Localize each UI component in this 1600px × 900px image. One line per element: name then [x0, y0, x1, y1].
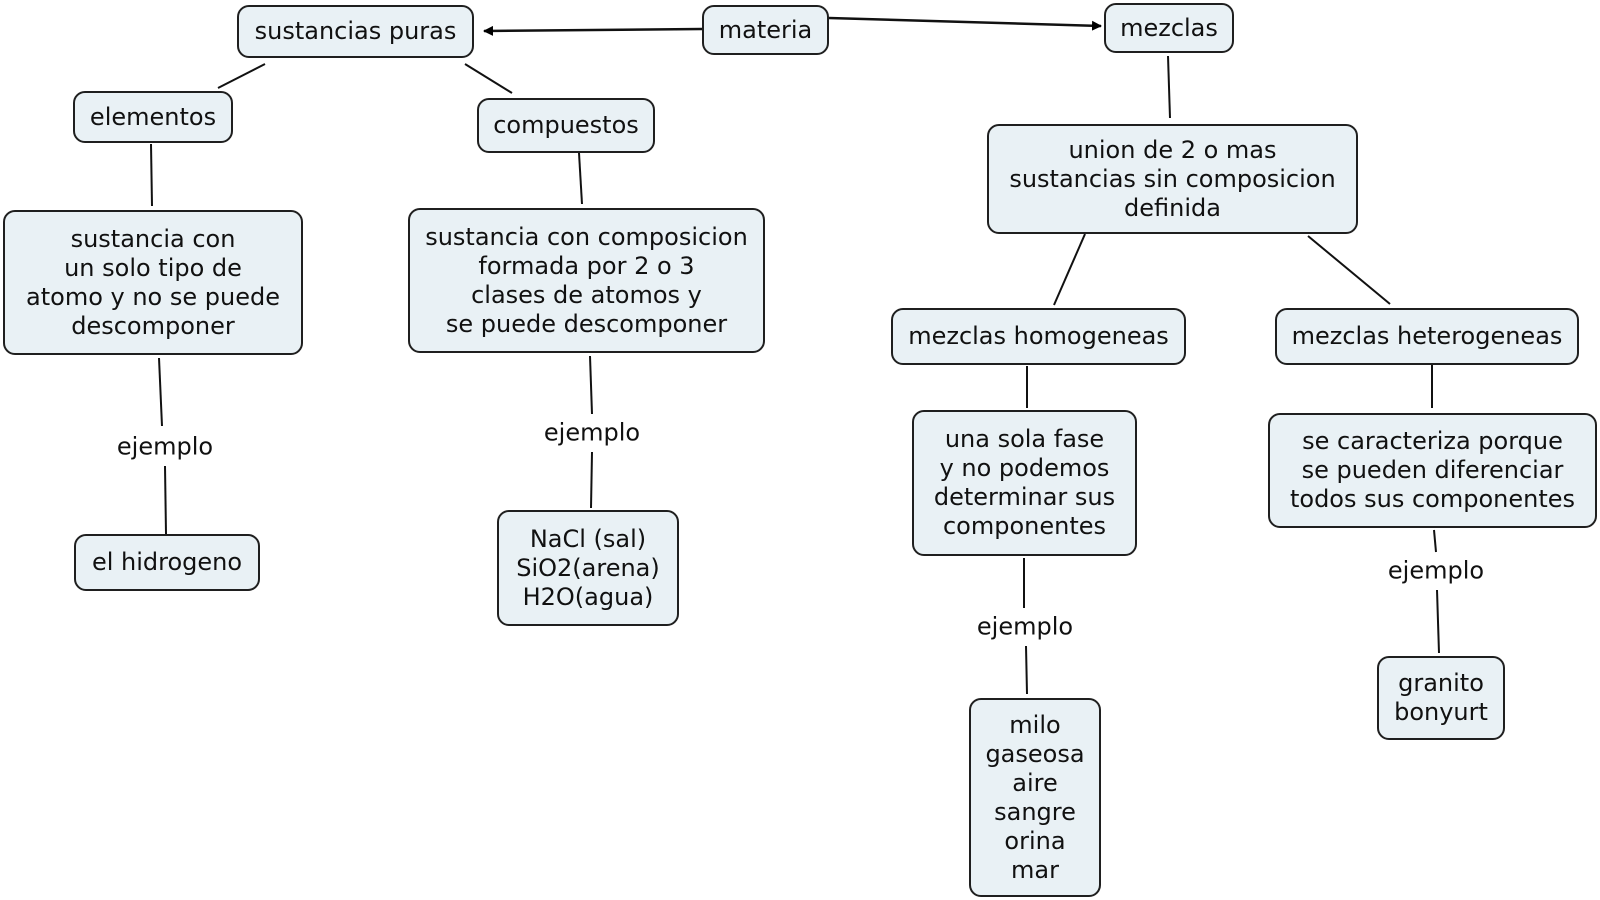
node-label: mezclas heterogeneas: [1291, 322, 1563, 350]
node-label: sustancia con un solo tipo de atomo y no…: [26, 224, 280, 340]
node-label: union de 2 o mas sustancias sin composic…: [1009, 135, 1336, 222]
link-label-ejemplo: ejemplo: [1385, 556, 1487, 586]
link-sustancias-puras-compuestos: [464, 63, 513, 94]
node-materia: materia: [702, 5, 829, 55]
node-label: compuestos: [493, 111, 639, 139]
link-mezclas-def-homogeneas: [1053, 233, 1086, 306]
node-compuestos-definicion: sustancia con composicion formada por 2 …: [408, 208, 765, 353]
node-mezclas-definicion: union de 2 o mas sustancias sin composic…: [987, 124, 1358, 234]
node-mezclas-homogeneas: mezclas homogeneas: [891, 308, 1186, 365]
node-compuestos: compuestos: [477, 98, 655, 153]
node-label: mezclas homogeneas: [908, 322, 1169, 350]
node-elementos-definicion: sustancia con un solo tipo de atomo y no…: [3, 210, 303, 355]
link-label-ejemplo: ejemplo: [114, 432, 216, 462]
link-compuestos-def: [578, 152, 583, 205]
node-label: milo gaseosa aire sangre orina mar: [985, 710, 1085, 884]
node-homogeneas-ejemplo: milo gaseosa aire sangre orina mar: [969, 698, 1101, 897]
link-heterogeneas-ejemplo-top: [1433, 529, 1437, 553]
link-elementos-ejemplo-bottom: [164, 465, 167, 535]
link-homogeneas-ejemplo-bottom: [1025, 645, 1028, 695]
node-heterogeneas-definicion: se caracteriza porque se pueden diferenc…: [1268, 413, 1597, 528]
node-label: mezclas: [1120, 13, 1218, 42]
link-label-ejemplo: ejemplo: [974, 612, 1076, 642]
node-homogeneas-definicion: una sola fase y no podemos determinar su…: [912, 410, 1137, 556]
link-compuestos-ejemplo-top: [589, 355, 593, 415]
node-sustancias-puras: sustancias puras: [237, 5, 474, 58]
node-label: sustancias puras: [254, 17, 457, 45]
link-sustancias-puras-elementos: [217, 63, 266, 89]
node-heterogeneas-ejemplo: granito bonyurt: [1377, 656, 1505, 740]
node-mezclas-heterogeneas: mezclas heterogeneas: [1275, 308, 1579, 365]
node-label: elementos: [89, 102, 217, 131]
node-compuestos-ejemplo: NaCl (sal) SiO2(arena) H2O(agua): [497, 510, 679, 626]
node-label: se caracteriza porque se pueden diferenc…: [1289, 427, 1576, 513]
node-label: sustancia con composicion formada por 2 …: [425, 222, 748, 338]
link-mezclas-def: [1167, 55, 1171, 119]
node-mezclas: mezclas: [1104, 3, 1234, 53]
node-label: el hidrogeno: [91, 548, 243, 576]
link-elementos-def: [150, 143, 153, 207]
node-elementos: elementos: [73, 91, 233, 143]
link-heterogeneas-ejemplo-bottom: [1436, 589, 1440, 654]
link-compuestos-ejemplo-bottom: [590, 451, 593, 509]
link-label-ejemplo: ejemplo: [541, 418, 643, 448]
node-elementos-ejemplo: el hidrogeno: [74, 534, 260, 591]
node-label: una sola fase y no podemos determinar su…: [933, 425, 1116, 540]
arrow-materia-to-mezclas: [828, 16, 1102, 31]
node-label: NaCl (sal) SiO2(arena) H2O(agua): [516, 524, 660, 611]
node-label: granito bonyurt: [1394, 669, 1488, 726]
arrow-materia-to-sustancias-puras: [483, 25, 703, 36]
link-elementos-ejemplo-top: [158, 357, 163, 427]
node-label: materia: [718, 15, 813, 44]
link-mezclas-def-heterogeneas: [1307, 235, 1391, 305]
